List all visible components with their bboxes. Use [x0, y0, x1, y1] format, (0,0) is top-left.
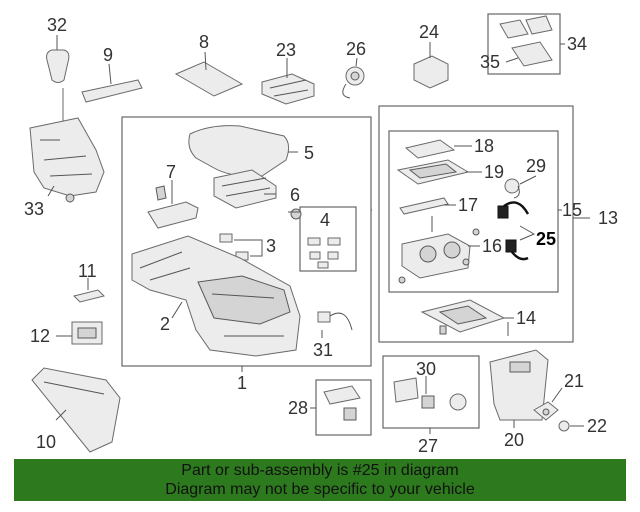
callout-18: 18	[474, 136, 494, 156]
callout-10: 10	[36, 432, 56, 452]
small-trim-part	[73, 278, 105, 303]
notice-line-disclaimer: Diagram may not be specific to your vehi…	[165, 481, 475, 498]
callout-12: 12	[30, 326, 50, 346]
vehicle-notice-banner: Part or sub-assembly is #25 in diagram D…	[14, 459, 626, 501]
callout-2: 2	[160, 314, 170, 334]
side-panel-part	[31, 367, 121, 453]
usb-socket-part	[504, 175, 537, 199]
callout-13: 13	[598, 208, 618, 228]
clip-set-box	[299, 206, 357, 272]
cup-holder-part	[401, 233, 480, 279]
callout-29: 29	[526, 156, 546, 176]
console-mat-part	[174, 51, 244, 97]
switch-knob-part	[533, 387, 584, 432]
clip-set-part	[307, 237, 341, 269]
inner-panel-group-box	[388, 130, 559, 293]
callout-21: 21	[564, 371, 584, 391]
callout-1: 1	[237, 373, 247, 393]
callout-20: 20	[504, 430, 524, 450]
panel-strip-part	[399, 197, 456, 215]
shift-knob-part	[46, 35, 70, 83]
shift-panel-part	[420, 299, 514, 336]
callout-14: 14	[516, 308, 536, 328]
callout-6: 6	[290, 185, 300, 205]
callout-26: 26	[346, 39, 366, 59]
callout-34: 34	[567, 34, 587, 54]
panel-screw-part	[398, 216, 480, 284]
bezel-part	[56, 321, 103, 345]
callout-31: 31	[313, 340, 333, 360]
lid-hinge-part	[213, 169, 277, 209]
notice-line-part: Part or sub-assembly is #25 in diagram	[181, 462, 459, 479]
console-body-part	[131, 235, 301, 357]
upper-panel-group-box	[378, 105, 574, 343]
switch-27-part	[393, 376, 467, 411]
callout-8: 8	[199, 32, 209, 52]
panel-frame-part	[396, 159, 482, 185]
callout-11: 11	[78, 261, 97, 281]
callout-4: 4	[320, 210, 330, 230]
shift-lever-assembly-part	[29, 88, 105, 203]
callout-15: 15	[562, 200, 582, 220]
screw-part	[288, 208, 302, 220]
callout-19: 19	[484, 162, 504, 182]
callout-22: 22	[587, 416, 607, 436]
power-socket-part	[342, 57, 365, 99]
callout-3: 3	[266, 236, 276, 256]
bracket-part	[499, 15, 553, 67]
switch-28-part	[323, 385, 361, 421]
callout-25: 25	[536, 229, 556, 249]
callout-5: 5	[304, 143, 314, 163]
console-harness-part	[317, 311, 353, 338]
storage-box-part	[413, 42, 449, 89]
right-side-panel-part	[489, 349, 549, 428]
parts-diagram: 32 9 8 23 26 24 34 35 33 5 7 6 4 3 2 31 …	[24, 13, 618, 456]
callout-33: 33	[24, 199, 44, 219]
callout-7: 7	[166, 162, 176, 182]
callout-17: 17	[458, 195, 478, 215]
callout-32: 32	[47, 15, 67, 35]
panel-cover-part	[404, 139, 472, 159]
switch-box-27	[382, 355, 480, 429]
callout-23: 23	[276, 40, 296, 60]
callout-35: 35	[480, 52, 500, 72]
console-bracket-part	[147, 180, 199, 229]
callout-24: 24	[419, 22, 439, 42]
callout-28: 28	[288, 398, 308, 418]
trim-strip-part	[81, 63, 143, 103]
wire-harness-25	[497, 201, 536, 261]
callout-9: 9	[103, 45, 113, 65]
callout-16: 16	[482, 236, 502, 256]
armrest-lid-part	[188, 125, 298, 177]
switch-module-part	[261, 58, 315, 105]
console-group-box	[121, 116, 372, 367]
callout-30: 30	[416, 359, 436, 379]
callout-27: 27	[418, 436, 438, 456]
